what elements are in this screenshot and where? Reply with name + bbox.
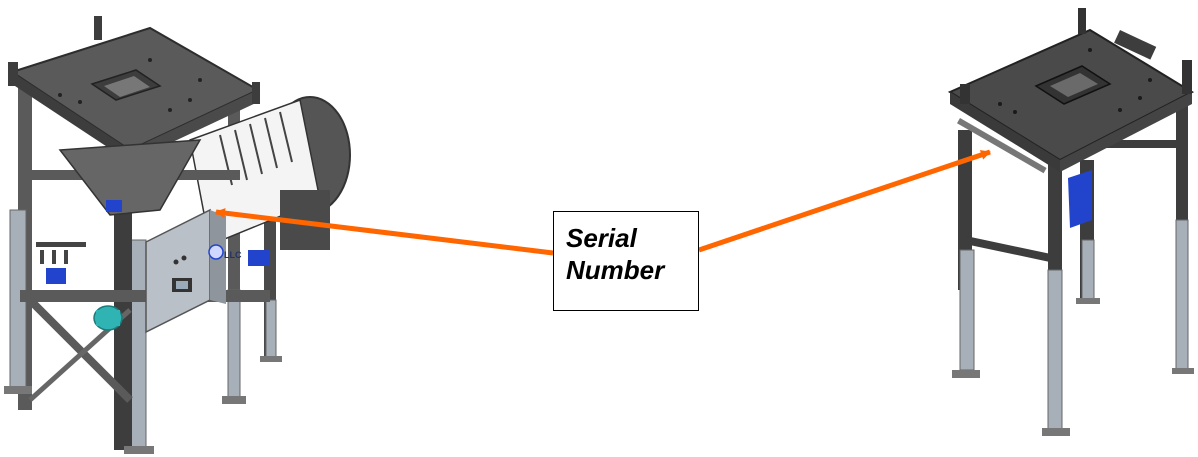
callout-line-1: Serial	[566, 223, 637, 253]
right-bulk-bag-frame	[947, 8, 1195, 436]
serial-number-callout: Serial Number	[553, 211, 699, 311]
arrow-to-left-serial-plate	[215, 208, 554, 256]
left-bulk-bag-unloader: LLC	[4, 16, 351, 454]
arrow-to-right-serial-plate	[698, 149, 991, 253]
callout-line-2: Number	[566, 255, 665, 285]
panel-logo-text: LLC	[224, 250, 242, 260]
